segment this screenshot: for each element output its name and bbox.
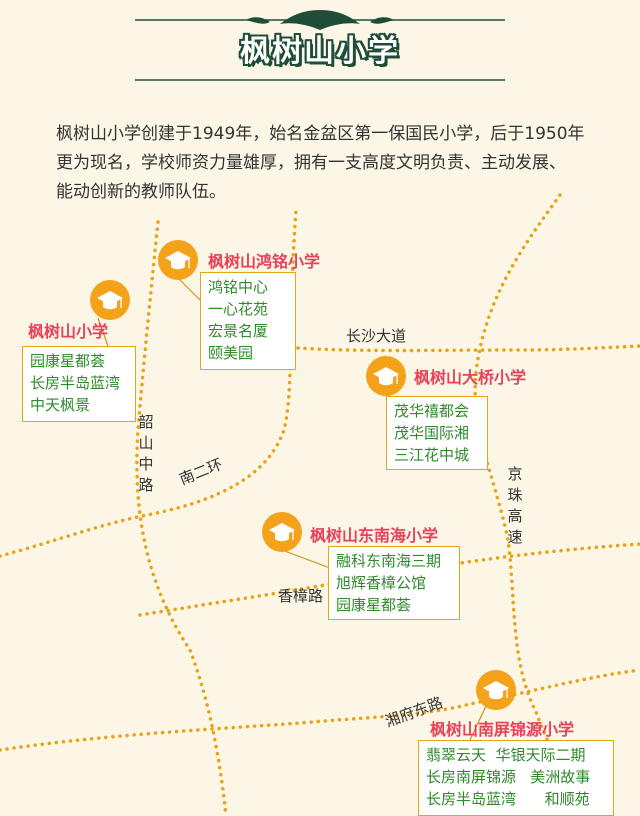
- area-item: 融科东南海三期: [336, 552, 442, 570]
- page-title: 枫树山小学: [240, 34, 400, 69]
- area-item: 茂华国际湘: [394, 424, 470, 442]
- area-item: 茂华禧都会: [394, 402, 470, 420]
- area-item: 长房半岛蓝湾 和顺苑: [426, 790, 590, 808]
- school-area-box-dongnanhai: 融科东南海三期 旭辉香樟公馆 园康星都荟: [328, 546, 460, 620]
- road-label-xiangzhang: 香樟路: [278, 587, 324, 605]
- road-label-changsha: 长沙大道: [346, 327, 407, 345]
- school-area-box-nanping: 翡翠云天 华银天际二期 长房南屏锦源 美洲故事 长房半岛蓝湾 和顺苑: [418, 740, 614, 816]
- pointer-dongnanhai: [281, 549, 331, 569]
- school-name-daqiao: 枫树山大桥小学: [414, 368, 527, 387]
- school-area-box-fengshushan: 园康星都荟 长房半岛蓝湾 中天枫景: [22, 346, 136, 422]
- school-area-box-hongming: 鸿铭中心 一心花苑 宏景名厦 颐美园: [200, 272, 296, 370]
- road-shaoshan-road: [135, 220, 228, 816]
- pointer-hongming: [177, 277, 201, 301]
- graduation-cap-icon: [262, 512, 302, 552]
- area-item: 园康星都荟: [30, 352, 106, 370]
- graduation-cap-icon: [158, 240, 198, 280]
- area-item: 翡翠云天 华银天际二期: [426, 746, 586, 764]
- graduation-cap-icon: [90, 280, 130, 320]
- road-label-shaoshan: 韶山中路: [138, 413, 154, 494]
- school-name-fengshushan: 枫树山小学: [28, 322, 109, 341]
- area-item: 长房南屏锦源 美洲故事: [426, 768, 591, 786]
- pointer-fengshushan: [97, 317, 109, 347]
- intro-line: 更为现名，学校师资力量雄厚，拥有一支高度文明负责、主动发展、: [56, 153, 566, 173]
- area-item: 一心花苑: [208, 300, 269, 318]
- area-item: 长房半岛蓝湾: [30, 374, 121, 392]
- graduation-cap-icon: [366, 356, 406, 396]
- school-name-hongming: 枫树山鸿铭小学: [208, 252, 321, 271]
- area-item: 中天枫景: [30, 396, 91, 414]
- area-item: 园康星都荟: [336, 596, 412, 614]
- school-name-nanping: 枫树山南屏锦源小学: [430, 720, 575, 739]
- area-item: 三江花中城: [394, 446, 470, 464]
- pointer-nanping: [469, 705, 487, 741]
- road-jingzhu-expressway: [473, 193, 588, 816]
- area-item: 旭辉香樟公馆: [336, 574, 427, 592]
- road-changsha-avenue: [296, 344, 640, 353]
- area-item: 颐美园: [208, 344, 254, 362]
- header-ornament: [135, 10, 505, 81]
- area-item: 鸿铭中心: [208, 278, 269, 296]
- intro-paragraph: 枫树山小学创建于1949年，始名金盆区第一保国民小学，后于1950年 更为现名，…: [56, 120, 626, 207]
- area-item: 宏景名厦: [208, 322, 269, 340]
- school-name-dongnanhai: 枫树山东南海小学: [310, 526, 439, 545]
- school-area-box-daqiao: 茂华禧都会 茂华国际湘 三江花中城: [386, 396, 488, 470]
- intro-line: 枫树山小学创建于1949年，始名金盆区第一保国民小学，后于1950年: [56, 124, 585, 144]
- graduation-cap-icon: [476, 670, 516, 710]
- road-xiangzhang-road: [138, 542, 640, 617]
- road-label-jingzhu: 京珠高速: [507, 465, 523, 546]
- intro-line: 能动创新的教师队伍。: [56, 182, 226, 202]
